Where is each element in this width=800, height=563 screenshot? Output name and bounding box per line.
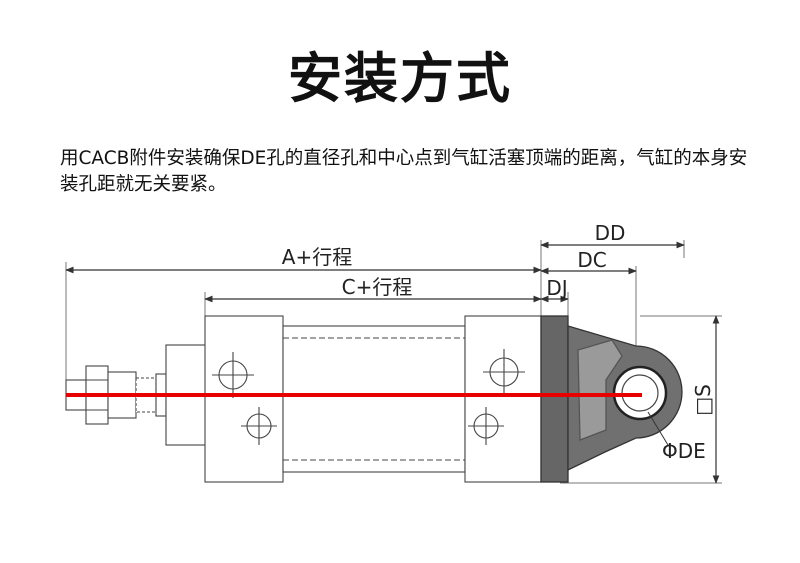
cylinder-barrel — [282, 325, 466, 473]
dim-a-label: A+行程 — [282, 245, 352, 269]
dim-de-label: ΦDE — [662, 439, 706, 463]
rear-cover — [464, 315, 542, 483]
dim-dc-label: DC — [577, 248, 606, 272]
clevis-bracket — [540, 315, 683, 483]
de-leader-line — [647, 411, 669, 446]
dim-dj-label: DJ — [546, 276, 567, 300]
description-text: 用CACB附件安装确保DE孔的直径孔和中心点到气缸活塞顶端的距离，气缸的本身安装… — [60, 148, 748, 195]
dimension-arrows — [65, 241, 720, 484]
dim-s-label: □S — [691, 384, 715, 416]
port-symbols — [212, 349, 525, 445]
front-cover — [165, 315, 284, 483]
page-title: 安装方式 — [288, 47, 512, 110]
dim-dd-label: DD — [595, 221, 626, 245]
dim-c-label: C+行程 — [342, 275, 413, 299]
